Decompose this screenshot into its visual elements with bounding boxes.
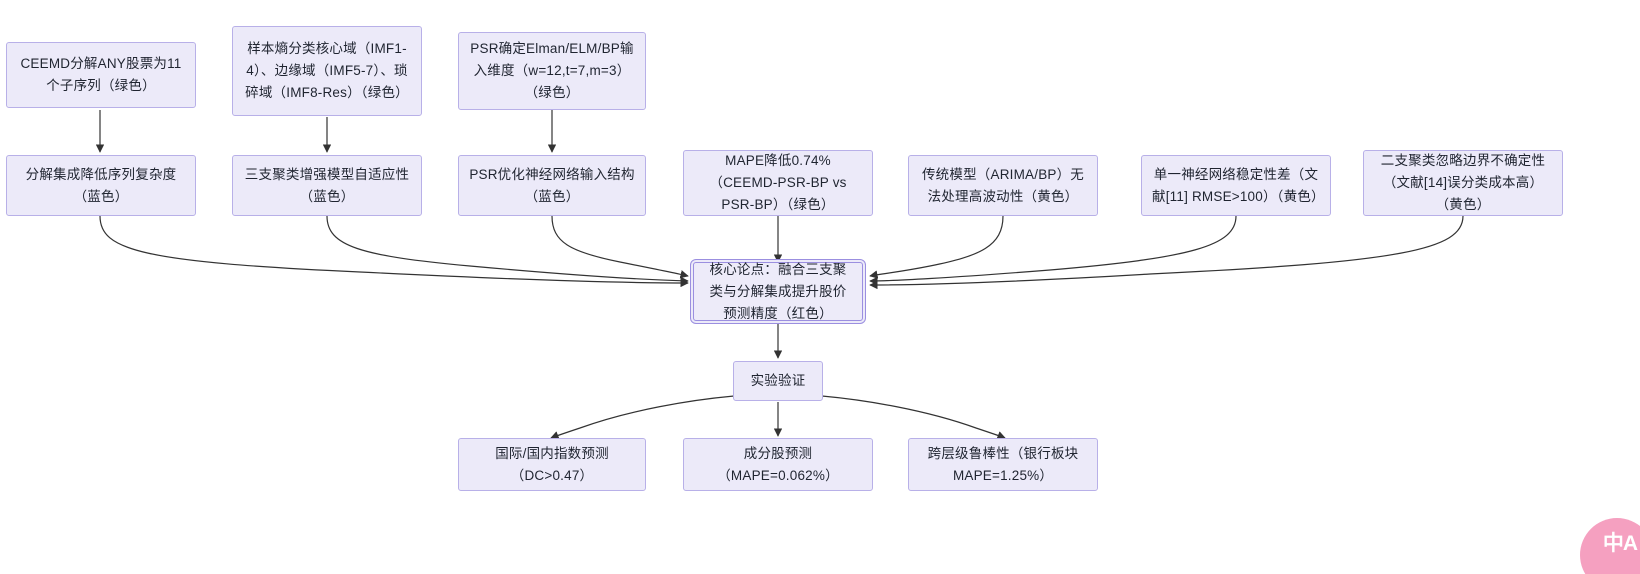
node-experiment-validation[interactable]: 实验验证 bbox=[733, 361, 823, 401]
node-psr-dimension-label: PSR确定Elman/ELM/BP输入维度（w=12,t=7,m=3）（绿色） bbox=[470, 41, 634, 100]
node-single-neural-network-label: 单一神经网络稳定性差（文献[11] RMSE>100）（黄色） bbox=[1152, 166, 1325, 204]
node-core-claim-label: 核心论点：融合三支聚类与分解集成提升股价预测精度（红色） bbox=[709, 261, 847, 321]
node-psr-structure[interactable]: PSR优化神经网络输入结构（蓝色） bbox=[458, 155, 646, 216]
node-decomp-complexity-label: 分解集成降低序列复杂度（蓝色） bbox=[25, 166, 177, 204]
node-three-way-adaptivity-label: 三支聚类增强模型自适应性（蓝色） bbox=[244, 166, 410, 204]
node-decomp-complexity[interactable]: 分解集成降低序列复杂度（蓝色） bbox=[6, 155, 196, 216]
watermark-badge: 中A bbox=[1580, 518, 1640, 574]
edge-psrstruct-to-core bbox=[551, 215, 689, 279]
edge-experiment-to-index bbox=[550, 395, 735, 440]
node-three-way-adaptivity[interactable]: 三支聚类增强模型自适应性（蓝色） bbox=[232, 155, 422, 216]
node-mape-improvement[interactable]: MAPE降低0.74%（CEEMD-PSR-BP vs PSR-BP）（绿色） bbox=[683, 150, 873, 216]
node-psr-dimension[interactable]: PSR确定Elman/ELM/BP输入维度（w=12,t=7,m=3）（绿色） bbox=[458, 32, 646, 110]
watermark-text: 中A bbox=[1602, 532, 1638, 555]
edge-twoway-to-core bbox=[869, 215, 1464, 290]
node-index-forecast[interactable]: 国际/国内指数预测（DC>0.47） bbox=[458, 438, 646, 491]
node-ceemd[interactable]: CEEMD分解ANY股票为11个子序列（绿色） bbox=[6, 42, 196, 108]
node-core-claim[interactable]: 核心论点：融合三支聚类与分解集成提升股价预测精度（红色） bbox=[693, 262, 863, 321]
node-sample-entropy[interactable]: 样本熵分类核心域（IMF1-4）、边缘域（IMF5-7）、琐碎域（IMF8-Re… bbox=[232, 26, 422, 116]
node-psr-structure-label: PSR优化神经网络输入结构（蓝色） bbox=[469, 166, 635, 204]
edge-experiment-to-crosslevel bbox=[821, 395, 1006, 440]
node-cross-level-robustness[interactable]: 跨层级鲁棒性（银行板块MAPE=1.25%） bbox=[908, 438, 1098, 491]
node-traditional-model[interactable]: 传统模型（ARIMA/BP）无法处理高波动性（黄色） bbox=[908, 155, 1098, 216]
edge-threeway-to-core bbox=[326, 215, 689, 285]
node-traditional-model-label: 传统模型（ARIMA/BP）无法处理高波动性（黄色） bbox=[921, 166, 1084, 204]
edge-singlenn-to-core bbox=[869, 215, 1237, 286]
node-component-forecast[interactable]: 成分股预测（MAPE=0.062%） bbox=[683, 438, 873, 491]
edge-traditional-to-core bbox=[869, 215, 1004, 279]
node-mape-improvement-label: MAPE降低0.74%（CEEMD-PSR-BP vs PSR-BP）（绿色） bbox=[709, 153, 847, 212]
node-cross-level-robustness-label: 跨层级鲁棒性（银行板块MAPE=1.25%） bbox=[927, 445, 1079, 483]
node-component-forecast-label: 成分股预测（MAPE=0.062%） bbox=[717, 445, 839, 483]
node-ceemd-label: CEEMD分解ANY股票为11个子序列（绿色） bbox=[20, 56, 182, 93]
node-single-neural-network[interactable]: 单一神经网络稳定性差（文献[11] RMSE>100）（黄色） bbox=[1141, 155, 1331, 216]
node-sample-entropy-label: 样本熵分类核心域（IMF1-4）、边缘域（IMF5-7）、琐碎域（IMF8-Re… bbox=[245, 41, 409, 100]
node-two-way-clustering[interactable]: 二支聚类忽略边界不确定性（文献[14]误分类成本高）（黄色） bbox=[1363, 150, 1563, 216]
node-index-forecast-label: 国际/国内指数预测（DC>0.47） bbox=[495, 445, 609, 483]
node-two-way-clustering-label: 二支聚类忽略边界不确定性（文献[14]误分类成本高）（黄色） bbox=[1380, 153, 1546, 212]
node-experiment-validation-label: 实验验证 bbox=[750, 373, 806, 388]
edge-decomp-to-core bbox=[99, 215, 689, 288]
